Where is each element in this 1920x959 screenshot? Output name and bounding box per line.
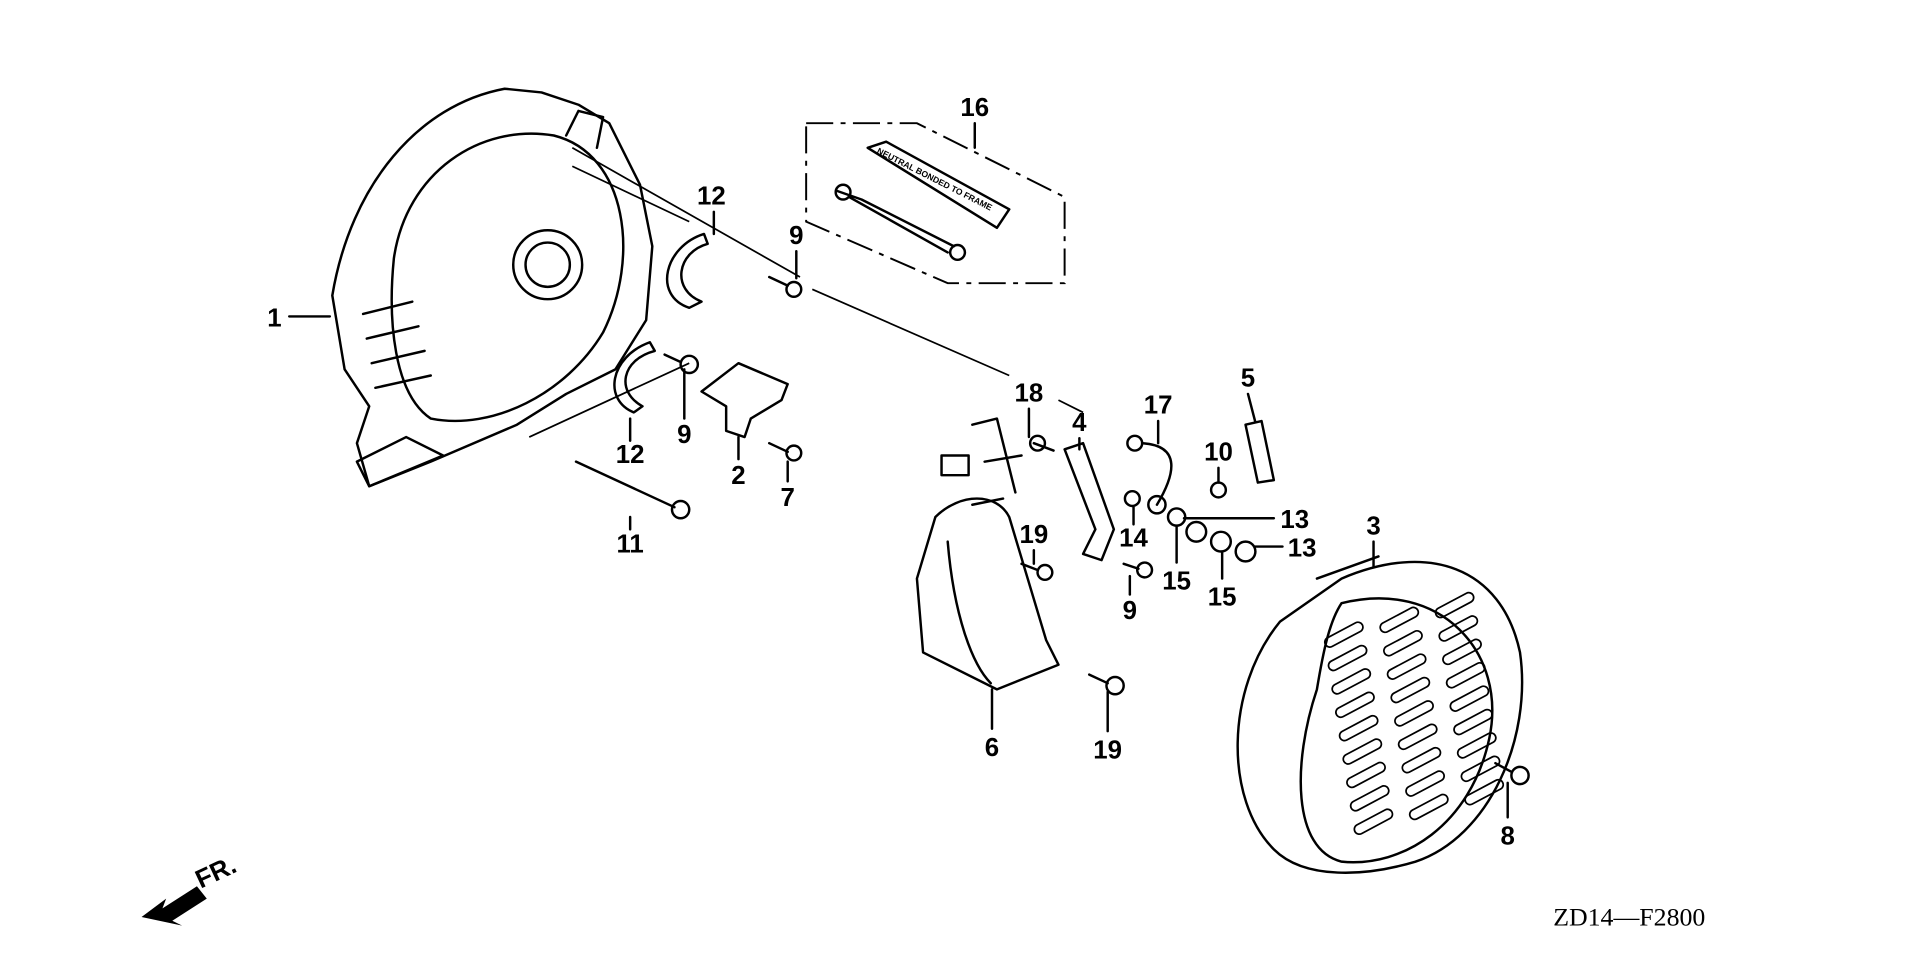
- grille-slot: [1434, 591, 1475, 619]
- callout-18: 18: [1015, 379, 1044, 407]
- end-housing-part: [331, 87, 801, 488]
- grille-slot: [1390, 676, 1431, 704]
- grille-slot: [1445, 661, 1486, 689]
- callout-9: 9: [677, 421, 691, 449]
- bolt-part: [768, 275, 803, 298]
- clamp-part: [665, 232, 709, 310]
- callout-19: 19: [1019, 521, 1048, 549]
- callout-5: 5: [1241, 365, 1255, 393]
- callout-7: 7: [781, 484, 795, 512]
- grille-slot: [1338, 714, 1379, 742]
- grille-slot: [1464, 778, 1505, 806]
- grille-slot: [1449, 685, 1490, 712]
- grille-slot: [1346, 761, 1386, 789]
- callout-12: 12: [616, 441, 645, 469]
- callout-15: 15: [1162, 568, 1191, 596]
- callout-12: 12: [697, 182, 726, 210]
- grille-slot: [1353, 808, 1394, 836]
- callout-4: 4: [1072, 409, 1087, 437]
- grille-slot: [1442, 638, 1482, 666]
- grille-slot: [1438, 615, 1479, 642]
- bracket-part: [700, 361, 789, 439]
- grille-slot: [1379, 606, 1420, 634]
- terminal-plate-part: [1063, 441, 1116, 562]
- callout-13: 13: [1280, 506, 1309, 534]
- callout-10: 10: [1204, 438, 1233, 466]
- grille-slot: [1383, 629, 1423, 657]
- bolt-part: [663, 353, 700, 375]
- callout-6: 6: [985, 734, 999, 762]
- grille-slot: [1331, 668, 1372, 695]
- front-label: FR.: [191, 851, 241, 894]
- grille-slot: [1397, 723, 1438, 751]
- callout-1: 1: [267, 304, 281, 332]
- callout-9: 9: [789, 222, 803, 250]
- grille-slot: [1342, 738, 1383, 765]
- control-box-cover-part: [915, 417, 1060, 691]
- callout-3: 3: [1366, 512, 1380, 540]
- callout-17: 17: [1144, 392, 1173, 420]
- callout-9: 9: [1123, 597, 1137, 625]
- grille-slot: [1401, 746, 1442, 774]
- grille-slot: [1453, 708, 1494, 736]
- rear-cover-part: [1236, 555, 1524, 874]
- front-arrow-icon: FR.: [141, 851, 241, 926]
- decal-text: NEUTRAL BONDED TO FRAME: [875, 146, 994, 213]
- bolt-part: [1020, 562, 1054, 582]
- grille-slot: [1386, 653, 1427, 680]
- grille-slot: [1456, 732, 1497, 759]
- grille-slot: [1335, 691, 1375, 719]
- clamp-part: [613, 341, 657, 414]
- grille-slot: [1408, 793, 1449, 821]
- long-bolt-part: [574, 460, 691, 520]
- leader-line: [1246, 392, 1257, 424]
- grille-slot: [1323, 621, 1364, 648]
- bolt-part: [768, 441, 803, 462]
- bolt-part: [1028, 434, 1055, 452]
- grille-slot: [1405, 770, 1446, 797]
- callout-2: 2: [731, 462, 745, 490]
- callout-13: 13: [1288, 534, 1317, 562]
- bolt-part: [1088, 673, 1125, 696]
- callout-8: 8: [1501, 822, 1515, 850]
- drawing-code: ZD14—F2800: [1553, 903, 1705, 932]
- grille-slot: [1349, 785, 1390, 812]
- bolt-part: [1122, 561, 1154, 579]
- strip-part: [1244, 419, 1276, 484]
- grille-slot: [1460, 755, 1501, 783]
- callout-11: 11: [616, 531, 643, 559]
- grille-slot: [1394, 700, 1434, 727]
- callout-14: 14: [1119, 525, 1148, 553]
- grille-slot: [1327, 644, 1368, 672]
- callout-16: 16: [960, 94, 989, 122]
- ground-wire-kit: NEUTRAL BONDED TO FRAME: [805, 122, 1066, 285]
- callout-19: 19: [1093, 736, 1122, 764]
- callout-15: 15: [1208, 584, 1237, 612]
